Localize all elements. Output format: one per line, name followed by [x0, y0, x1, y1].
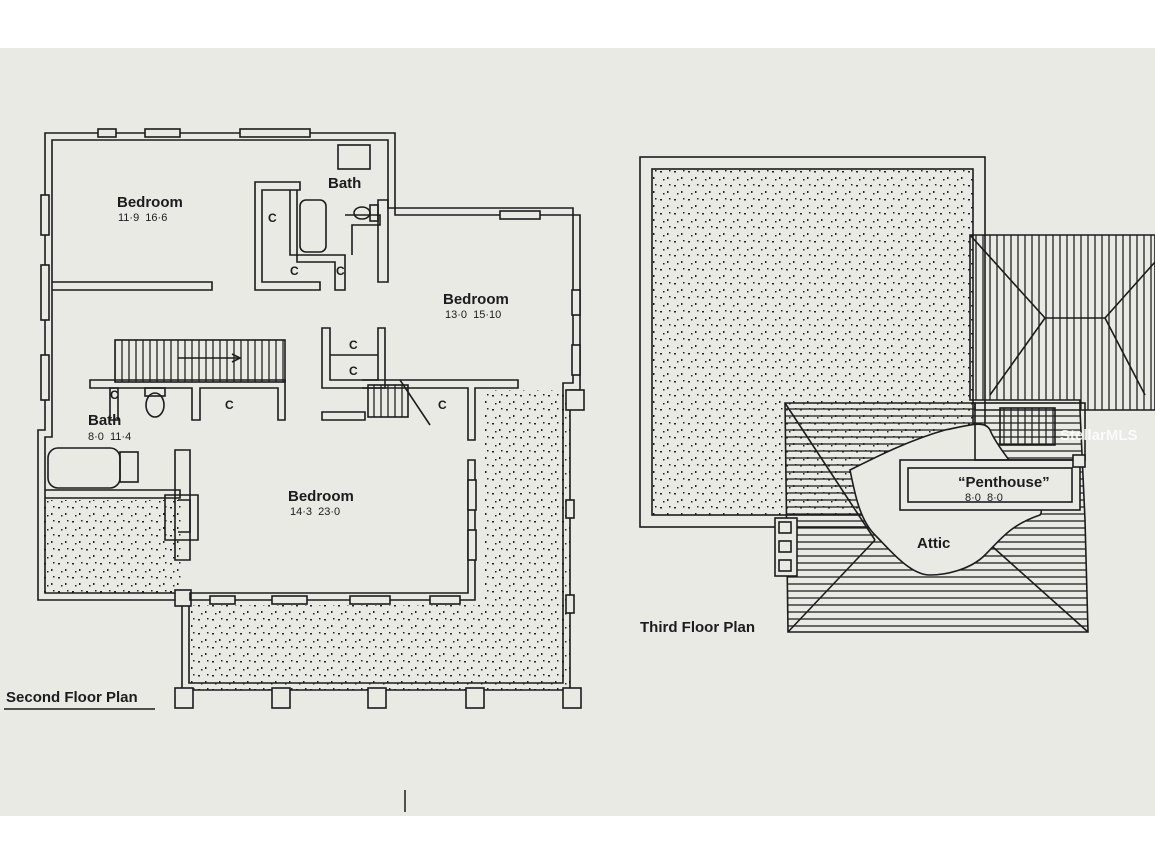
interior-wall: [109, 387, 119, 421]
interior-wall: [321, 327, 386, 389]
room-label: Attic: [917, 535, 950, 552]
room-dimensions: 11·9 16·6: [118, 212, 167, 224]
terrace-area-bottom: [190, 605, 570, 690]
toilet: [145, 392, 165, 418]
closet-label: C: [349, 338, 358, 352]
window: [565, 594, 575, 614]
toilet-tank: [369, 204, 379, 222]
interior-wall: [254, 181, 321, 291]
closet-label: C: [290, 264, 299, 278]
interior-wall: [52, 281, 213, 291]
fireplace: [164, 494, 199, 541]
window: [349, 595, 391, 605]
window: [271, 595, 308, 605]
sink: [119, 451, 139, 483]
room-label: Bath: [88, 412, 121, 429]
window: [571, 344, 581, 376]
closet-label: C: [225, 398, 234, 412]
window: [565, 499, 575, 519]
room-dimensions: 8·0 8·0: [965, 492, 1003, 504]
penthouse-inner: [907, 467, 1073, 503]
third-floor-title: Third Floor Plan: [640, 619, 755, 636]
toilet: [353, 206, 371, 220]
penthouse-stairs: [999, 407, 1056, 446]
post: [565, 389, 585, 411]
post: [465, 687, 485, 709]
watermark: StellarMLS: [1060, 427, 1138, 444]
interior-wall: [289, 190, 346, 291]
post: [174, 589, 192, 607]
room-dimensions: 14·3 23·0: [290, 506, 340, 518]
window: [40, 264, 50, 321]
post: [271, 687, 291, 709]
sink: [337, 144, 371, 170]
room-label: “Penthouse”: [958, 474, 1050, 491]
window: [239, 128, 311, 138]
closet-label: C: [268, 211, 277, 225]
closet-label: C: [349, 364, 358, 378]
staircase: [367, 384, 409, 418]
toilet-tank: [144, 387, 166, 397]
post: [562, 687, 582, 709]
window: [467, 529, 477, 561]
window: [144, 128, 181, 138]
second-floor-plan: [37, 128, 585, 709]
bathtub: [299, 199, 327, 253]
window: [499, 210, 541, 220]
interior-wall: [189, 459, 476, 601]
window: [429, 595, 461, 605]
second-floor-title: Second Floor Plan: [6, 689, 138, 706]
balcony-area-left: [42, 500, 182, 595]
post: [367, 687, 387, 709]
stair-enclosure: [974, 402, 1086, 461]
interior-wall: [377, 199, 389, 283]
post: [174, 687, 194, 709]
closet-label: C: [110, 388, 119, 402]
third-floor-plan: [639, 156, 1155, 633]
interior-wall: [362, 379, 519, 441]
interior-wall: [345, 214, 381, 255]
window: [40, 194, 50, 236]
interior-wall: [321, 411, 366, 421]
room-label: Bedroom: [117, 194, 183, 211]
closet-label: C: [336, 264, 345, 278]
room-label: Bedroom: [443, 291, 509, 308]
window: [209, 595, 236, 605]
room-label: Bath: [328, 175, 361, 192]
window: [40, 354, 50, 401]
window: [571, 289, 581, 316]
room-label: Bedroom: [288, 488, 354, 505]
room-dimensions: 8·0 11·4: [88, 431, 131, 443]
window: [467, 479, 477, 511]
chimney: [1072, 454, 1086, 468]
interior-wall: [45, 489, 181, 499]
bathtub: [47, 447, 121, 489]
window: [97, 128, 117, 138]
closet-label: C: [438, 398, 447, 412]
terrace-area-right: [483, 390, 570, 610]
interior-wall: [174, 449, 191, 561]
room-dimensions: 13·0 15·10: [445, 309, 501, 321]
staircase: [114, 339, 286, 383]
